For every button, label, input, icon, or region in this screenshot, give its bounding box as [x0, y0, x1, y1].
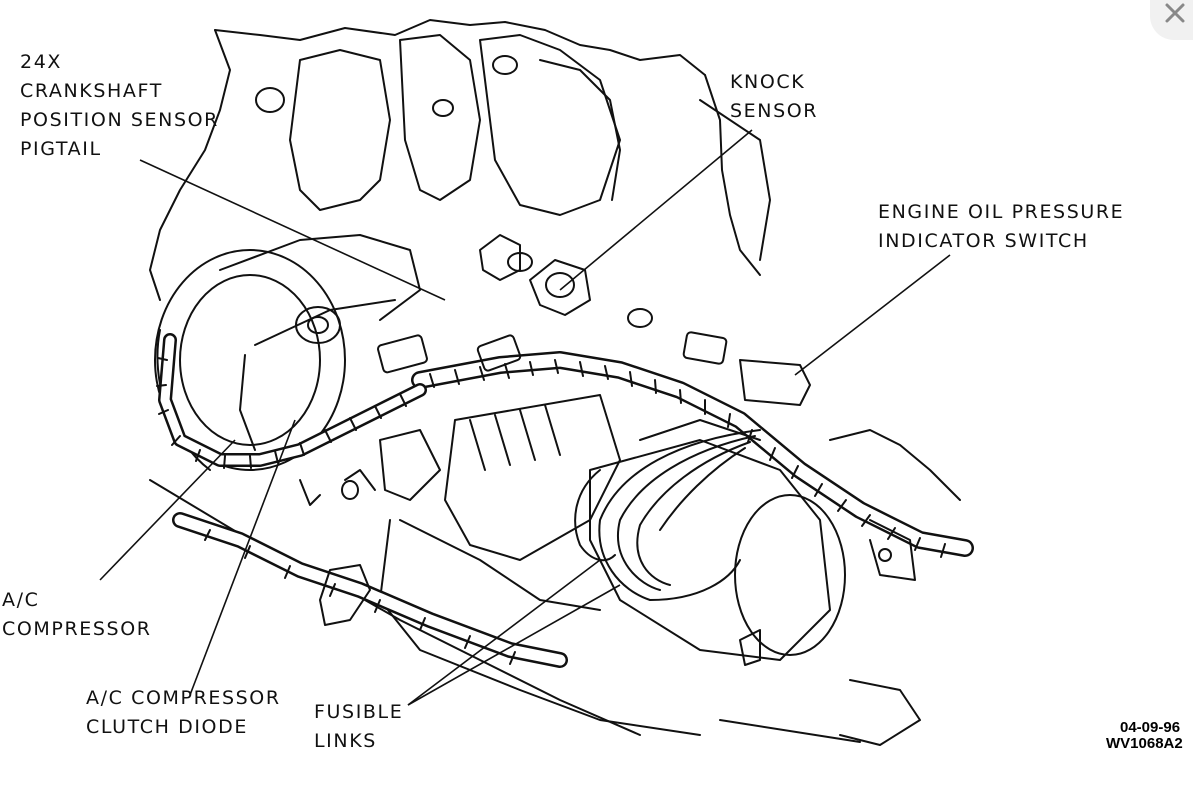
figure-date: 04-09-96: [1120, 720, 1181, 736]
close-icon: [1165, 3, 1185, 23]
figure-id: WV1068A2: [1106, 735, 1183, 752]
leader-fusible-links-b: [407, 584, 621, 706]
leader-ac-clutch-diode: [189, 419, 296, 696]
leader-crankshaft-sensor: [139, 159, 446, 301]
label-line: A/C: [2, 589, 40, 611]
label-line: PIGTAIL: [20, 138, 102, 160]
figure-code: 04-09-96 WV1068A2: [1090, 720, 1193, 752]
label-line: FUSIBLE: [314, 701, 404, 723]
label-line: 24X: [20, 51, 62, 73]
label-line: INDICATOR SWITCH: [878, 230, 1089, 252]
label-line: COMPRESSOR: [2, 618, 152, 640]
leader-oil-pressure-switch: [794, 254, 951, 376]
label-line: CLUTCH DIODE: [86, 716, 248, 738]
label-line: SENSOR: [730, 100, 819, 122]
label-line: ENGINE OIL PRESSURE: [878, 201, 1125, 223]
close-button[interactable]: [1150, 0, 1193, 40]
label-crankshaft-sensor: 24X CRANKSHAFT POSITION SENSOR PIGTAIL: [20, 48, 219, 164]
leader-ac-compressor: [99, 439, 236, 581]
label-line: POSITION SENSOR: [20, 109, 219, 131]
label-line: CRANKSHAFT: [20, 80, 163, 102]
label-oil-pressure-switch: ENGINE OIL PRESSURE INDICATOR SWITCH: [878, 198, 1124, 256]
label-line: KNOCK: [730, 71, 806, 93]
label-fusible-links: FUSIBLE LINKS: [314, 698, 403, 756]
label-line: A/C COMPRESSOR: [86, 687, 281, 709]
label-ac-clutch-diode: A/C COMPRESSOR CLUTCH DIODE: [86, 684, 281, 742]
engine-drawing: [149, 19, 974, 746]
label-ac-compressor: A/C COMPRESSOR: [2, 586, 152, 644]
leader-lines: [99, 129, 951, 706]
leader-fusible-links-a: [407, 559, 601, 706]
leader-knock-sensor: [559, 129, 753, 291]
label-line: LINKS: [314, 730, 377, 752]
label-knock-sensor: KNOCK SENSOR: [730, 68, 818, 126]
